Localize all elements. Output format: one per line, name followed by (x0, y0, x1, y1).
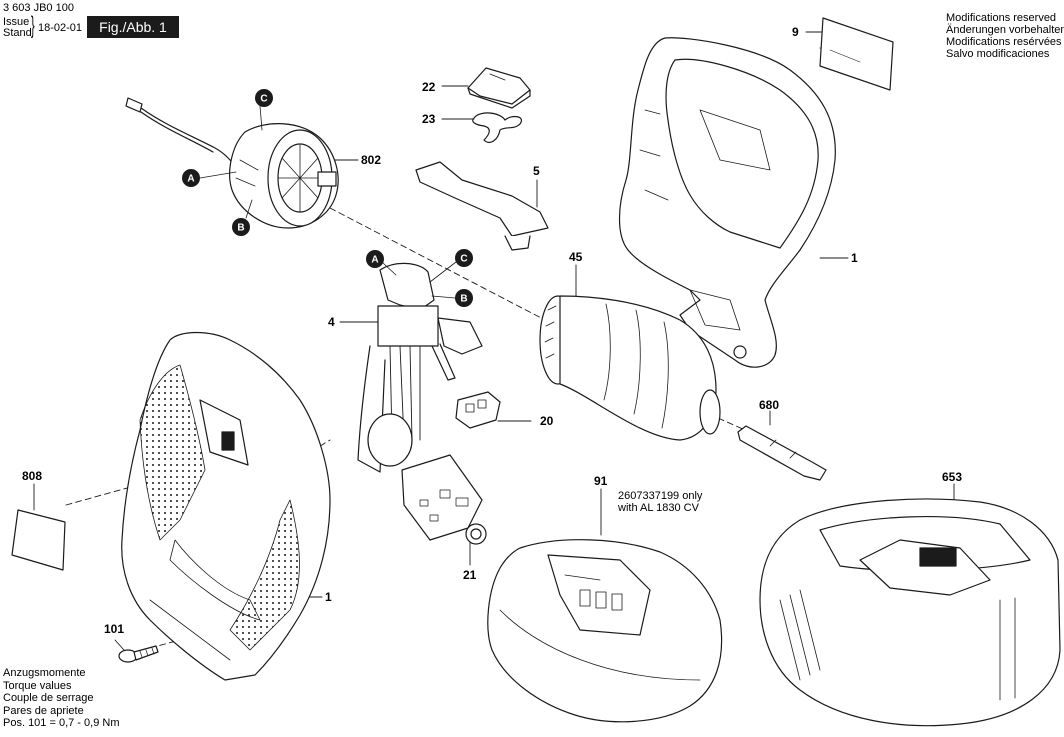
part-label-20: 20 (540, 414, 554, 428)
svg-text:C: C (460, 254, 467, 265)
svg-text:B: B (237, 223, 244, 234)
label-sticker-808 (11, 509, 66, 571)
svg-text:A: A (187, 174, 194, 185)
modifications-de: Änderungen vorbehalten (946, 24, 1064, 36)
callout-b-motor: B (232, 218, 250, 236)
torque-values: Anzugsmomente Torque values Couple de se… (3, 667, 119, 730)
torque-line-value: Pos. 101 = 0,7 - 0,9 Nm (3, 717, 120, 729)
callout-a-motor: A (182, 169, 200, 187)
battery-note-line-2: with AL 1830 CV (618, 502, 699, 514)
torque-line-fr: Couple de serrage (3, 692, 94, 704)
modifications-es: Salvo modificaciones (946, 48, 1050, 60)
modifications-notice: Modifications reserved Änderungen vorbeh… (946, 12, 1064, 60)
part-label-5: 5 (533, 164, 540, 178)
screw-101 (118, 645, 159, 663)
battery-note-line-1: 2607337199 only (618, 490, 703, 502)
motor-802 (125, 97, 339, 229)
housing-half-upper (618, 37, 836, 368)
callout-c-switch: C (455, 249, 473, 267)
callout-b-switch: B (455, 289, 473, 307)
part-label-1-lower: 1 (325, 590, 332, 604)
callout-leaders (199, 105, 457, 299)
torque-line-en: Torque values (3, 679, 72, 692)
part-label-808: 808 (22, 469, 43, 483)
svg-text:B: B (460, 294, 467, 305)
callout-c-motor: C (255, 89, 273, 107)
torque-line-es: Pares de apriete (3, 704, 84, 717)
part-label-680: 680 (759, 398, 780, 412)
modifications-en: Modifications reserved (946, 12, 1057, 24)
callout-a-switch: A (366, 250, 384, 268)
modifications-fr: Modifications resérvées (946, 36, 1062, 48)
part-label-9: 9 (792, 25, 799, 39)
document-number: 3 603 JB0 100 (3, 2, 74, 14)
brace-glyph: } (31, 12, 35, 39)
led-21 (465, 523, 487, 545)
slider-5 (415, 161, 549, 251)
issue-label: Issue (3, 16, 30, 28)
part-label-45: 45 (569, 250, 583, 264)
part-label-91: 91 (594, 474, 608, 488)
terminal-block-20 (455, 391, 501, 429)
part-label-1-upper: 1 (851, 251, 858, 265)
housing-half-lower (121, 331, 331, 681)
issue-date: 18-02-01 (38, 22, 83, 34)
part-label-21: 21 (463, 568, 477, 582)
figure-label: Fig./Abb. 1 (87, 16, 179, 38)
svg-text:A: A (371, 255, 378, 266)
switch-cap-22 (467, 67, 531, 109)
battery-compatibility-note: 2607337199 only with AL 1830 CV (618, 490, 702, 514)
part-label-101: 101 (104, 622, 125, 636)
charger-653 (759, 498, 1061, 727)
part-label-653: 653 (942, 470, 963, 484)
drill-chuck-45 (539, 295, 721, 441)
stand-label: Stand (3, 27, 32, 39)
leader-lines (33, 31, 955, 651)
part-label-22: 22 (422, 80, 436, 94)
spring-clip-23 (472, 112, 522, 143)
screwdriver-bit-680 (737, 425, 827, 481)
battery-pack-91 (487, 539, 723, 723)
part-label-4: 4 (328, 315, 335, 329)
part-label-23: 23 (422, 112, 436, 126)
torque-line-de: Anzugsmomente (3, 667, 86, 679)
part-label-802: 802 (361, 153, 382, 167)
svg-text:C: C (260, 94, 267, 105)
switch-module-4 (357, 262, 483, 541)
label-sticker-9 (819, 17, 894, 91)
